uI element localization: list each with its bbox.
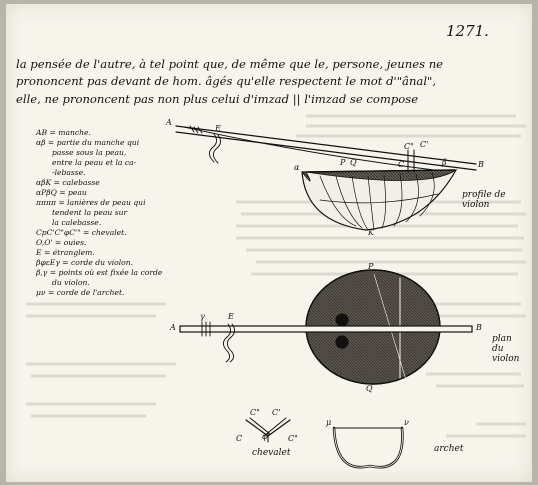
- manuscript-page: 1271. la pensée de l'autre, à tel point …: [6, 4, 532, 482]
- label-p: P: [340, 158, 346, 167]
- archet-drawing: [332, 426, 404, 469]
- legend-item: βφεEγ = corde du violon.: [36, 258, 134, 267]
- label-b: B: [478, 160, 484, 169]
- legend-list: AB = manche. αβ = partie du manche qui p…: [36, 128, 162, 298]
- label-c-double-prime-chevalet: C": [250, 408, 260, 417]
- archet-caption: archet: [434, 444, 464, 454]
- label-q: Q: [350, 158, 357, 167]
- legend-item: tendent la peau sur: [52, 208, 128, 217]
- legend-item: entre la peau et la ca-: [52, 158, 137, 167]
- legend-item: AB = manche.: [36, 128, 91, 137]
- profile-gourd-drawing: [301, 149, 458, 231]
- label-c-chevalet: C: [236, 434, 243, 443]
- legend-item: β,γ = points où est fixée la corde: [36, 268, 163, 277]
- label-alpha: α: [294, 163, 300, 172]
- legend-item: CpC'C"φC'" = chevalet.: [36, 228, 127, 237]
- legend-item: E = étranglem.: [36, 248, 95, 257]
- text-line-1: la pensée de l'autre, à tel point que, d…: [16, 57, 444, 71]
- label-c-prime-chevalet: C': [272, 408, 281, 417]
- label-a: A: [166, 118, 172, 127]
- label-q-plan: Q: [366, 384, 373, 393]
- legend-item: ππππ = lanières de peau qui: [36, 198, 146, 207]
- label-c: C: [398, 160, 405, 169]
- label-beta: β: [442, 158, 447, 167]
- label-mu: μ: [326, 418, 332, 427]
- legend-item: αPβQ = peau: [36, 188, 87, 197]
- legend-item: αβK = calebasse: [36, 178, 100, 187]
- plan-caption: plan du violon: [492, 334, 520, 364]
- label-c-prime: C': [420, 140, 429, 149]
- page-number: 1271.: [446, 22, 489, 40]
- legend-item: αβ = partie du manche qui: [36, 138, 140, 147]
- label-c-double-prime: C": [404, 142, 414, 151]
- label-a-plan: A: [170, 323, 176, 332]
- plan-neck-drawing: [179, 321, 473, 363]
- legend-item: O,O' = ouies.: [36, 238, 87, 247]
- label-phi: φ: [262, 432, 268, 441]
- chevalet-caption: chevalet: [252, 448, 291, 458]
- profile-string-drawing: [183, 126, 435, 171]
- text-line-3: elle, ne prononcent pas non plus celui d…: [16, 92, 419, 106]
- label-e-plan: E: [228, 312, 234, 321]
- label-nu: ν: [404, 418, 409, 427]
- legend-item: du violon.: [52, 278, 90, 287]
- chevalet-drawing: [245, 417, 291, 443]
- label-k: K: [368, 228, 374, 237]
- label-p-plan: P: [368, 262, 374, 271]
- profile-neck-drawing: [175, 125, 477, 171]
- legend-item: passe sous la peau,: [52, 148, 127, 157]
- instrument-drawings: [175, 125, 477, 469]
- label-gamma: γ: [200, 312, 205, 321]
- legend-item: μν = corde de l'archet.: [36, 288, 125, 297]
- legend-item: la calebasse.: [52, 218, 102, 227]
- label-c-double-prime-2: C": [288, 434, 298, 443]
- label-e: E: [215, 124, 221, 133]
- label-b-plan: B: [476, 323, 482, 332]
- legend-item: -lebasse.: [52, 168, 86, 177]
- text-line-2: prononcent pas devant de hom. âgés qu'el…: [16, 74, 437, 88]
- profile-caption: profile de violon: [462, 190, 506, 210]
